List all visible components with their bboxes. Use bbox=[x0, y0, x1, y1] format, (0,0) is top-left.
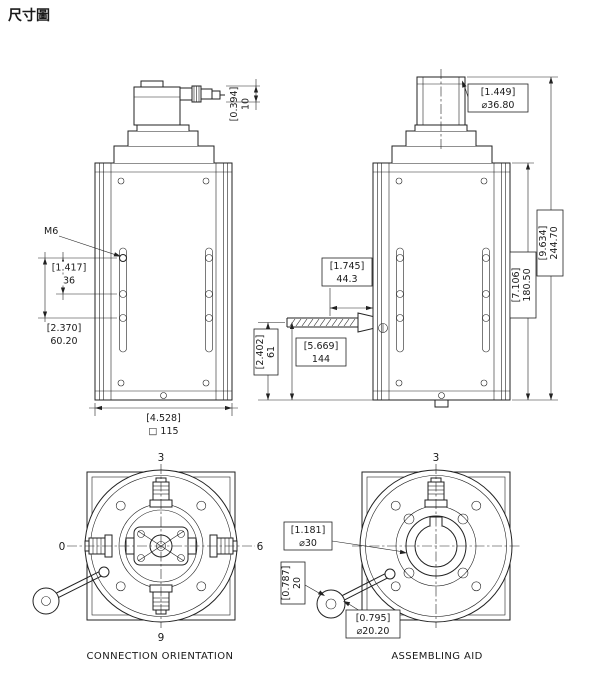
dim-hole-spacing: [1.417] 36 bbox=[38, 252, 117, 300]
screw-hole bbox=[160, 392, 167, 399]
strain-relief bbox=[357, 312, 374, 333]
bolt-hole bbox=[196, 500, 207, 511]
clock-position-3: 3 bbox=[433, 452, 440, 464]
bottom-stub bbox=[434, 399, 449, 408]
assembling-aid-view: [1.181] ⌀30 [0.787] 20 [0.795] ⌀20.20 3 … bbox=[280, 452, 520, 662]
dim-depth-inch: [0.787] bbox=[281, 566, 292, 601]
dim-stub-inch: [1.745] bbox=[330, 261, 365, 272]
screw-hole bbox=[117, 177, 125, 185]
assembly-caption: ASSEMBLING AID bbox=[391, 651, 482, 662]
page-title: 尺寸圖 bbox=[8, 7, 50, 24]
top-flange-right bbox=[391, 124, 493, 163]
dim-holes-inch: [1.417] bbox=[52, 263, 87, 274]
label-m6: M6 bbox=[44, 226, 58, 237]
dim-shaft-inch: [1.449] bbox=[481, 87, 516, 98]
dim-offset-mm: 61 bbox=[266, 346, 277, 358]
dim-holes-mm: 36 bbox=[63, 276, 75, 287]
dim-cable-stub: [1.745] 44.3 bbox=[321, 257, 373, 316]
right-side-view: [1.449] ⌀36.80 [9.634] 244.70 [7.106] 18… bbox=[253, 69, 564, 408]
dim-cableheight-mm: 144 bbox=[312, 354, 330, 365]
bolt-hole bbox=[471, 581, 482, 592]
dim-total-inch: [9.634] bbox=[538, 226, 549, 261]
dim-total-height: [9.634] 244.70 bbox=[467, 76, 564, 401]
dim-tool-diameter: [0.795] ⌀20.20 bbox=[343, 601, 401, 639]
dim-tooldia-inch: [0.795] bbox=[356, 613, 391, 624]
dim-bore-inch: [1.181] bbox=[291, 525, 326, 536]
mounting-slot-left bbox=[119, 247, 127, 353]
left-side-view: [0.394] 10 M6 [1.417] 36 [2 bbox=[38, 79, 260, 437]
housing-body-left bbox=[94, 162, 233, 401]
screw-hole bbox=[117, 379, 125, 387]
m6-hole bbox=[119, 254, 127, 262]
housing-body-right bbox=[372, 162, 511, 408]
connection-orientation-view: 3 0 6 9 CONNECTION ORIENTATION bbox=[32, 452, 264, 662]
key-tool bbox=[32, 566, 110, 615]
dim-total-mm: 244.70 bbox=[549, 226, 560, 259]
dim-connector-height: [0.394] 10 bbox=[226, 79, 260, 121]
connector-box bbox=[133, 80, 181, 126]
dim-cable-position: [2.402] 61 [5.669] 144 bbox=[253, 322, 373, 401]
cable bbox=[286, 312, 388, 333]
dim-body-width: [4.528] □ 115 bbox=[89, 403, 238, 437]
clock-position-3: 3 bbox=[158, 452, 165, 464]
bolt-hole bbox=[196, 581, 207, 592]
dim-slot-spacing: [2.370] 60.20 bbox=[38, 252, 117, 347]
dim-depth: [0.787] 20 bbox=[280, 561, 325, 605]
mounting-slot-right bbox=[205, 247, 213, 353]
dim-bodyheight-inch: [7.106] bbox=[511, 268, 522, 303]
clock-position-0: 0 bbox=[59, 541, 66, 553]
dim-bodyheight-mm: 180.50 bbox=[522, 268, 533, 301]
dim-shaft-diameter: [1.449] ⌀36.80 bbox=[462, 80, 529, 113]
bolt-hole bbox=[390, 500, 401, 511]
dim-tooldia-mm: ⌀20.20 bbox=[357, 626, 390, 637]
dim-body-height: [7.106] 180.50 bbox=[509, 162, 537, 400]
dim-slots-inch: [2.370] bbox=[47, 323, 82, 334]
key-tool bbox=[316, 568, 396, 619]
clock-position-9: 9 bbox=[158, 632, 165, 644]
dim-slots-mm: 60.20 bbox=[50, 336, 77, 347]
clock-position-6: 6 bbox=[257, 541, 264, 553]
cable-connector-plug bbox=[179, 85, 225, 103]
screw-hole bbox=[202, 379, 210, 387]
dim-depth-mm: 20 bbox=[292, 577, 303, 589]
dim-offset-inch: [2.402] bbox=[255, 335, 266, 370]
top-flange-left bbox=[113, 124, 215, 163]
dim-width-mm: □ 115 bbox=[148, 426, 178, 437]
dim-connector-mm: 10 bbox=[241, 98, 252, 110]
dim-bore: [1.181] ⌀30 bbox=[283, 521, 407, 555]
screw-hole bbox=[202, 177, 210, 185]
dim-shaft-mm: ⌀36.80 bbox=[482, 100, 515, 111]
dim-width-inch: [4.528] bbox=[146, 413, 181, 424]
m6-callout: M6 bbox=[44, 226, 121, 257]
dim-stub-mm: 44.3 bbox=[336, 274, 357, 285]
bolt-hole bbox=[471, 500, 482, 511]
connection-caption: CONNECTION ORIENTATION bbox=[87, 651, 234, 662]
dim-connector-inch: [0.394] bbox=[229, 87, 240, 122]
dim-cableheight-inch: [5.669] bbox=[304, 341, 339, 352]
shaft bbox=[416, 69, 466, 150]
bolt-hole bbox=[390, 581, 401, 592]
dim-bore-mm: ⌀30 bbox=[299, 538, 317, 549]
bolt-hole bbox=[115, 581, 126, 592]
bolt-hole bbox=[115, 500, 126, 511]
